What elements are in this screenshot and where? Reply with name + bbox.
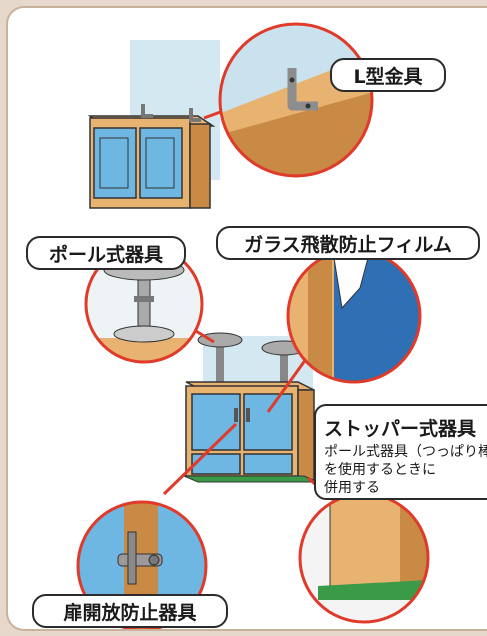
label-l-bracket: L型金具	[330, 58, 446, 92]
stopper-description: ポール式器具（つっぱり棒）を使用するときに 併用する	[324, 444, 487, 496]
label-pole-device: ポール式器具	[26, 236, 186, 270]
label-stopper: ストッパー式器具 ポール式器具（つっぱり棒）を使用するときに 併用する	[314, 404, 487, 500]
illustration-card: L型金具 ポール式器具 ガラス飛散防止フィルム ストッパー式器具 ポール式器具（…	[6, 6, 487, 631]
top-cabinet-scene	[87, 22, 374, 209]
label-door-latch: 扉開放防止器具	[32, 594, 228, 628]
stopper-title: ストッパー式器具	[324, 418, 477, 440]
label-glass-film: ガラス飛散防止フィルム	[216, 226, 480, 260]
furniture-safety-illustration	[76, 22, 430, 629]
